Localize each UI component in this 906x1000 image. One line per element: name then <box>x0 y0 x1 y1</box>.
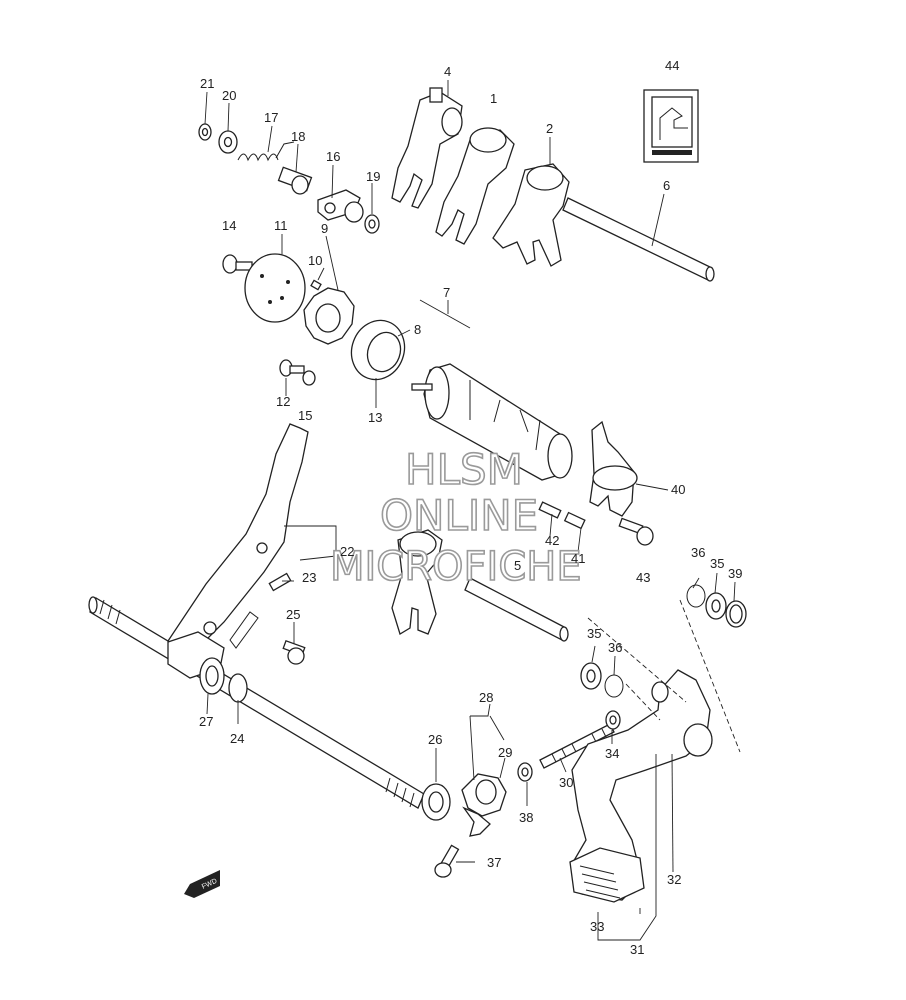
bolt-25 <box>282 639 306 665</box>
nut-34 <box>605 710 621 730</box>
bolt-23 <box>268 572 292 592</box>
gearshift-arm-15 <box>165 423 309 659</box>
callout-35-lower: 35 <box>587 626 601 641</box>
shift-fork-2 <box>492 163 570 267</box>
nut-38 <box>517 762 533 782</box>
callout-31: 31 <box>630 942 644 957</box>
callout-2: 2 <box>546 121 553 136</box>
spring-17 <box>237 141 295 162</box>
gearshift-shaft <box>88 596 425 809</box>
callout-9: 9 <box>321 221 328 236</box>
callout-14: 14 <box>222 218 236 233</box>
callout-11: 11 <box>274 218 288 233</box>
callout-1: 1 <box>490 91 497 106</box>
forward-direction-badge: FWD <box>184 870 220 898</box>
callout-41: 41 <box>571 551 585 566</box>
callout-16: 16 <box>326 149 340 164</box>
callout-33: 33 <box>590 919 604 934</box>
watermark-line-3: MICROFICHE <box>330 544 582 590</box>
stopper-18 <box>277 166 313 195</box>
callout-43: 43 <box>636 570 650 585</box>
washer-24 <box>228 673 248 703</box>
pin-41 <box>563 511 586 530</box>
callout-40: 40 <box>671 482 685 497</box>
washer-20 <box>218 130 238 154</box>
callout-7: 7 <box>443 285 450 300</box>
cam-9 <box>303 287 355 345</box>
pedal-rubber-33 <box>569 847 645 903</box>
fork-40 <box>589 420 638 517</box>
callout-24: 24 <box>230 731 244 746</box>
callout-5: 5 <box>514 558 521 573</box>
watermark-line-1: HLSM <box>405 445 523 494</box>
callout-36-upper: 36 <box>691 545 705 560</box>
pin-10 <box>310 279 322 291</box>
oil-seal-26 <box>421 783 451 821</box>
callout-10: 10 <box>308 253 322 268</box>
washer-21 <box>198 123 212 141</box>
callouts: 21 20 17 18 16 19 4 1 2 6 44 14 11 9 10 … <box>199 58 742 957</box>
shift-drum-7 <box>411 363 573 481</box>
circlip-36-upper <box>686 584 706 608</box>
bolt-12 <box>279 359 316 386</box>
washer-35-upper <box>705 592 727 620</box>
gearshift-pedal-31 <box>571 669 713 901</box>
callout-37: 37 <box>487 855 501 870</box>
callout-23: 23 <box>302 570 316 585</box>
instruction-label-44 <box>643 89 699 163</box>
callout-39: 39 <box>728 566 742 581</box>
seal-39 <box>725 600 747 628</box>
callout-35-upper: 35 <box>710 556 724 571</box>
leader-lines <box>204 80 741 941</box>
circlip-36-lower <box>604 674 624 698</box>
shift-lever-28 <box>461 773 507 837</box>
callout-17: 17 <box>264 110 278 125</box>
callout-26: 26 <box>428 732 442 747</box>
callout-27: 27 <box>199 714 213 729</box>
callout-15: 15 <box>298 408 312 423</box>
callout-8: 8 <box>414 322 421 337</box>
plate-11 <box>244 253 306 323</box>
spring-27 <box>199 657 225 695</box>
watermark-line-2: ONLINE <box>380 491 538 540</box>
callout-30: 30 <box>559 775 573 790</box>
callout-42: 42 <box>545 533 559 548</box>
callout-38: 38 <box>519 810 533 825</box>
watermark: HLSM ONLINE MICROFICHE <box>329 444 582 591</box>
bolt-43 <box>618 517 654 546</box>
bolt-14 <box>222 254 253 274</box>
callout-44: 44 <box>665 58 679 73</box>
callout-34: 34 <box>605 746 619 761</box>
callout-21: 21 <box>200 76 214 91</box>
callout-19: 19 <box>366 169 380 184</box>
callout-28: 28 <box>479 690 493 705</box>
callout-12: 12 <box>276 394 290 409</box>
shift-fork-1 <box>435 127 515 245</box>
callout-13: 13 <box>368 410 382 425</box>
fork-shaft-6 <box>562 197 715 282</box>
callout-32: 32 <box>667 872 681 887</box>
callout-18: 18 <box>291 129 305 144</box>
shift-fork-lower <box>391 529 443 635</box>
arm-16 <box>317 189 364 223</box>
washer-35-lower <box>580 662 602 690</box>
washer-19 <box>364 214 380 234</box>
callout-6: 6 <box>663 178 670 193</box>
fork-shaft-5 <box>464 577 569 642</box>
shift-fork-4 <box>391 87 463 209</box>
bearing-8 <box>350 319 406 381</box>
callout-29: 29 <box>498 745 512 760</box>
bolt-37 <box>434 844 460 878</box>
screw-42 <box>538 501 562 519</box>
callout-36-lower: 36 <box>608 640 622 655</box>
rod-30 <box>539 723 615 769</box>
callout-4: 4 <box>444 64 451 79</box>
callout-25: 25 <box>286 607 300 622</box>
callout-20: 20 <box>222 88 236 103</box>
callout-22: 22 <box>340 544 354 559</box>
